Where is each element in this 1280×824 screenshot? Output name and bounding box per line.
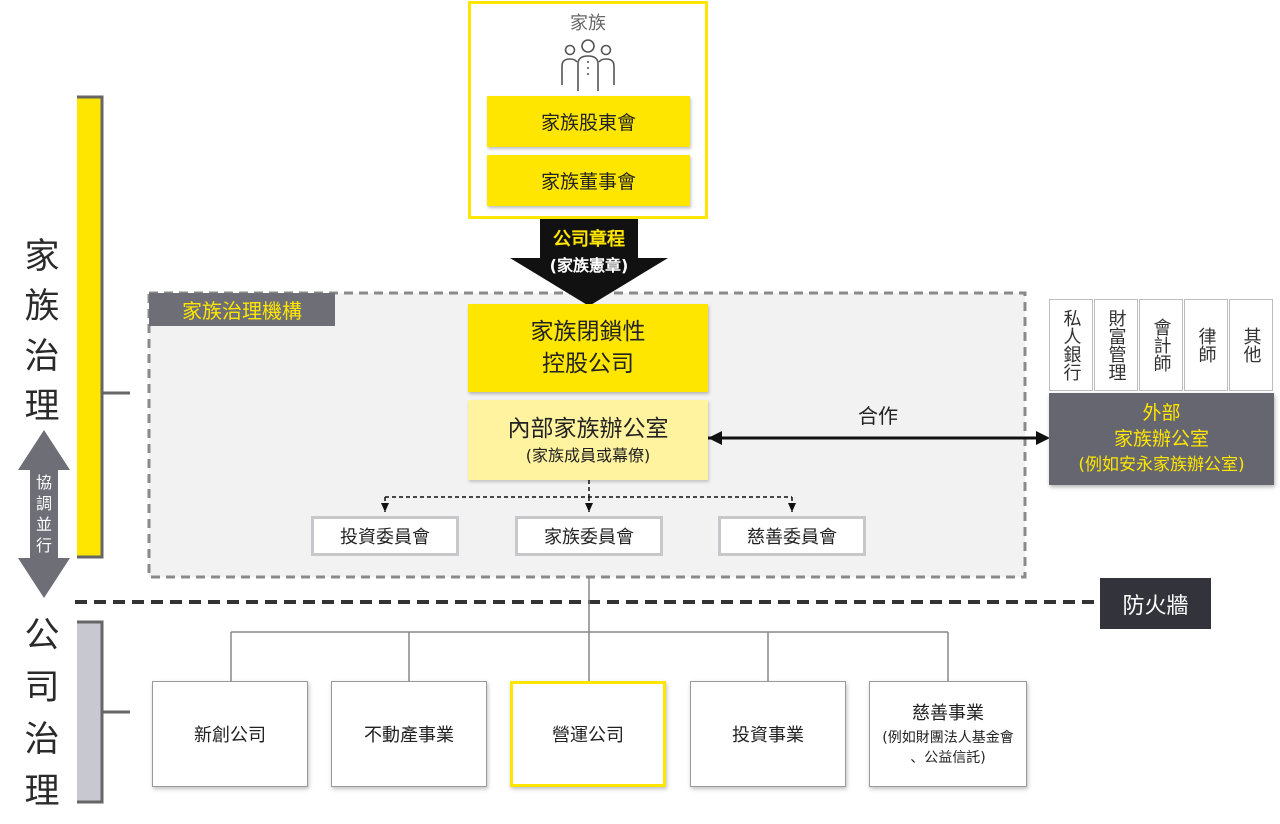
business-operating-company: 營運公司 (510, 681, 666, 787)
charter-line2: (家族憲章) (549, 256, 629, 275)
cooperation-label: 合作 (858, 403, 898, 428)
coordinate-label: 協 調 並 行 (35, 473, 52, 555)
firewall-label: 防火牆 (1100, 578, 1211, 629)
external-line3: (例如安永家族辦公室) (1078, 455, 1245, 475)
coordinate-double-arrow (18, 430, 70, 598)
charter-arrow-label: 公司章程 (家族憲章) (540, 221, 638, 283)
internal-office-title: 內部家族辦公室 (507, 416, 669, 442)
business-real-estate: 不動產事業 (331, 681, 487, 787)
holding-line2: 控股公司 (542, 351, 634, 377)
charter-arrow (510, 215, 668, 306)
charter-line1: 公司章程 (553, 229, 625, 250)
people-group-icon (561, 39, 615, 91)
business-startup: 新創公司 (152, 681, 308, 787)
committee-charity: 慈善委員會 (718, 516, 866, 556)
external-line2: 家族辦公室 (1113, 428, 1209, 450)
business-charity-sub2: 、公益信託) (910, 750, 986, 766)
committee-family: 家族委員會 (515, 516, 663, 556)
holding-company-box: 家族閉鎖性 控股公司 (468, 304, 708, 392)
service-lawyer: 律師 (1184, 299, 1228, 391)
institution-title: 家族治理機構 (149, 293, 335, 326)
corporate-governance-label: 公 司 治 理 (24, 616, 60, 812)
external-line1: 外部 (1142, 402, 1181, 424)
family-governance-label: 家 族 治 理 (24, 237, 60, 427)
family-board-box: 家族董事會 (487, 155, 690, 206)
service-accountant: 會計師 (1139, 299, 1183, 391)
business-charity: 慈善事業 (例如財團法人基金會 、公益信託) (869, 681, 1027, 787)
business-charity-sub1: (例如財團法人基金會 (882, 730, 1014, 746)
family-shareholders-box: 家族股東會 (487, 96, 690, 147)
holding-line1: 家族閉鎖性 (530, 319, 646, 345)
business-investment: 投資事業 (690, 681, 846, 787)
external-services: 私人銀行 財富管理 會計師 律師 其他 (1049, 299, 1274, 391)
internal-office-sub: (家族成員或幕僚) (525, 446, 651, 465)
internal-office-box: 內部家族辦公室 (家族成員或幕僚) (468, 400, 708, 480)
committee-investment: 投資委員會 (311, 516, 459, 556)
family-governance-bar (77, 97, 102, 557)
external-office-box: 外部 家族辦公室 (例如安永家族辦公室) (1049, 393, 1274, 485)
family-label: 家族 (570, 13, 606, 34)
family-box: 家族 家族股東會 家族董事會 (468, 1, 708, 219)
business-charity-title: 慈善事業 (912, 703, 984, 724)
service-other: 其他 (1229, 299, 1273, 391)
service-wealth-management: 財富管理 (1094, 299, 1138, 391)
corporate-governance-bar (77, 622, 102, 802)
service-private-bank: 私人銀行 (1049, 299, 1093, 391)
